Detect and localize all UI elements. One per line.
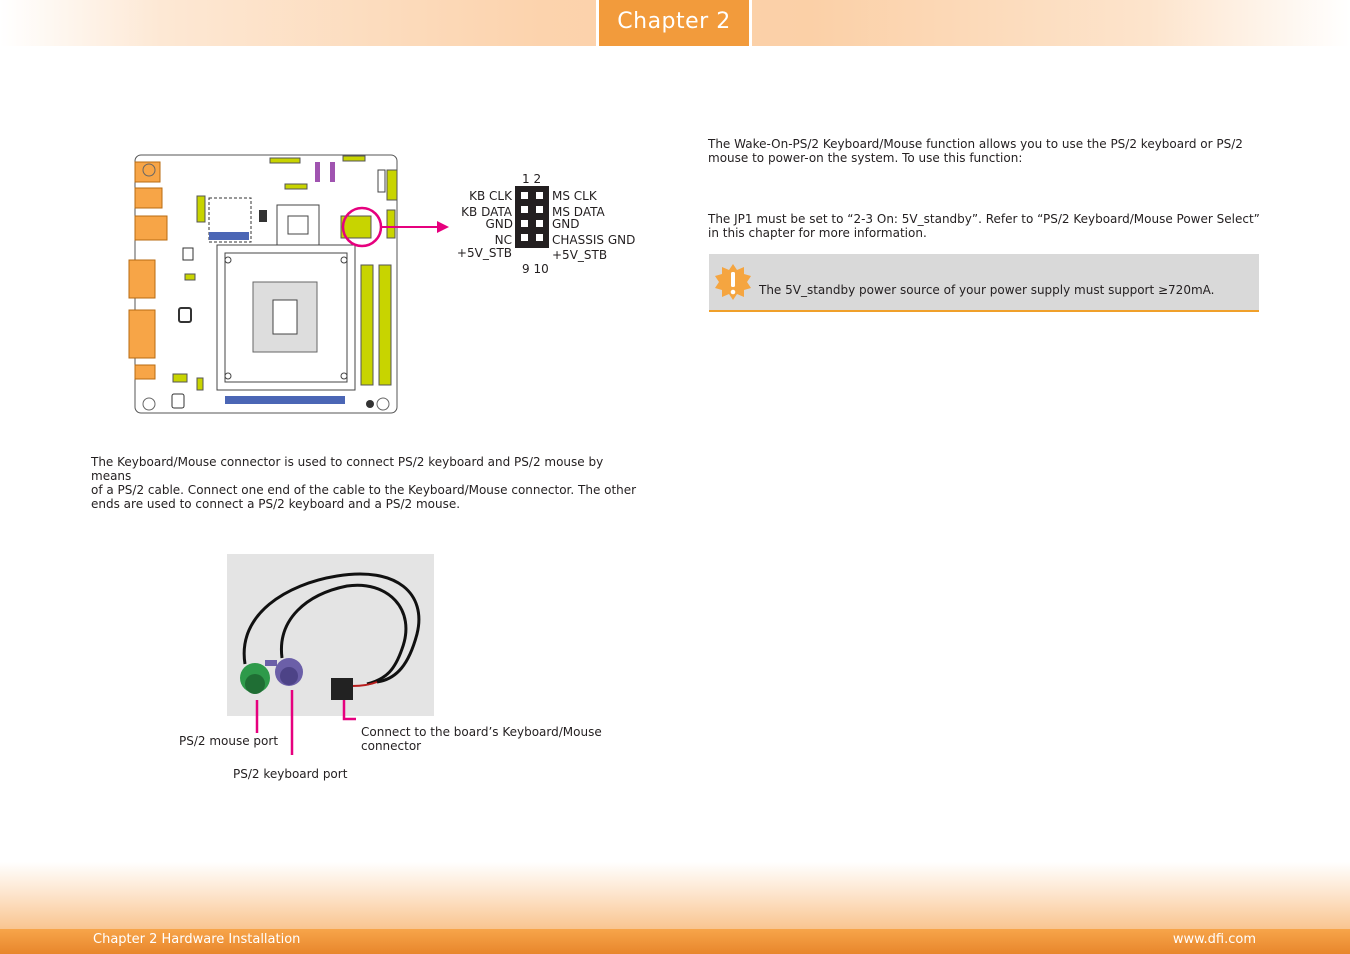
text-line: in this chapter for more information. bbox=[708, 226, 927, 240]
motherboard-diagram bbox=[128, 154, 449, 414]
pin-label-right: MS CLK bbox=[552, 189, 597, 203]
exclamation-icon bbox=[715, 264, 751, 300]
pin-label-left: NC bbox=[494, 233, 512, 247]
footer-website-link[interactable]: www.dfi.com bbox=[1172, 932, 1256, 947]
footer-section-title: Chapter 2 Hardware Installation bbox=[93, 932, 301, 947]
pin-label-left: GND bbox=[485, 217, 513, 231]
callout-mouse-port: PS/2 mouse port bbox=[179, 734, 279, 748]
pin-label-left: KB CLK bbox=[469, 189, 512, 203]
footer-bar bbox=[0, 929, 1350, 954]
pin-label-right: +5V_STB bbox=[552, 248, 608, 262]
text-line: connector bbox=[361, 739, 422, 753]
text-line: Connect to the board’s Keyboard/Mouse bbox=[361, 725, 602, 739]
text-line: The Keyboard/Mouse connector is used to … bbox=[91, 455, 604, 483]
note-text: The 5V_standby power source of your powe… bbox=[759, 283, 1215, 297]
callout-keyboard-port: PS/2 keyboard port bbox=[233, 767, 348, 781]
chapter-tab[interactable]: Chapter 2 bbox=[599, 0, 749, 46]
text-line: The Wake-On-PS/2 Keyboard/Mouse function… bbox=[708, 137, 1243, 151]
pin-label-left: KB DATA bbox=[461, 205, 512, 219]
header-separator bbox=[596, 0, 599, 46]
text-line: of a PS/2 cable. Connect one end of the … bbox=[91, 483, 637, 497]
important-note bbox=[709, 254, 1259, 312]
text-line: mouse to power-on the system. To use thi… bbox=[708, 151, 1023, 165]
pin-label-right: GND bbox=[552, 217, 580, 231]
pin-label-left: +5V_STB bbox=[456, 246, 512, 260]
callout-board-connector: Connect to the board’s Keyboard/Mouse co… bbox=[361, 725, 602, 753]
pin-label-right: CHASSIS GND bbox=[552, 233, 636, 247]
pin-number-top: 1 2 bbox=[522, 172, 542, 186]
wake-on-ps2-description: The Wake-On-PS/2 Keyboard/Mouse function… bbox=[708, 137, 1268, 165]
footer-band bbox=[0, 862, 1350, 930]
pin-number-bottom: 9 10 bbox=[522, 262, 549, 276]
pin-label-right: MS DATA bbox=[552, 205, 605, 219]
text-line: The JP1 must be set to “2-3 On: 5V_stand… bbox=[708, 212, 1260, 226]
jp1-instruction: The JP1 must be set to “2-3 On: 5V_stand… bbox=[708, 212, 1268, 240]
text-line: ends are used to connect a PS/2 keyboard… bbox=[91, 497, 461, 511]
header-separator bbox=[749, 0, 752, 46]
ps2-cable-photo bbox=[227, 554, 434, 716]
keyboard-mouse-description: The Keyboard/Mouse connector is used to … bbox=[91, 455, 641, 511]
keyboard-mouse-header-icon bbox=[515, 186, 549, 248]
